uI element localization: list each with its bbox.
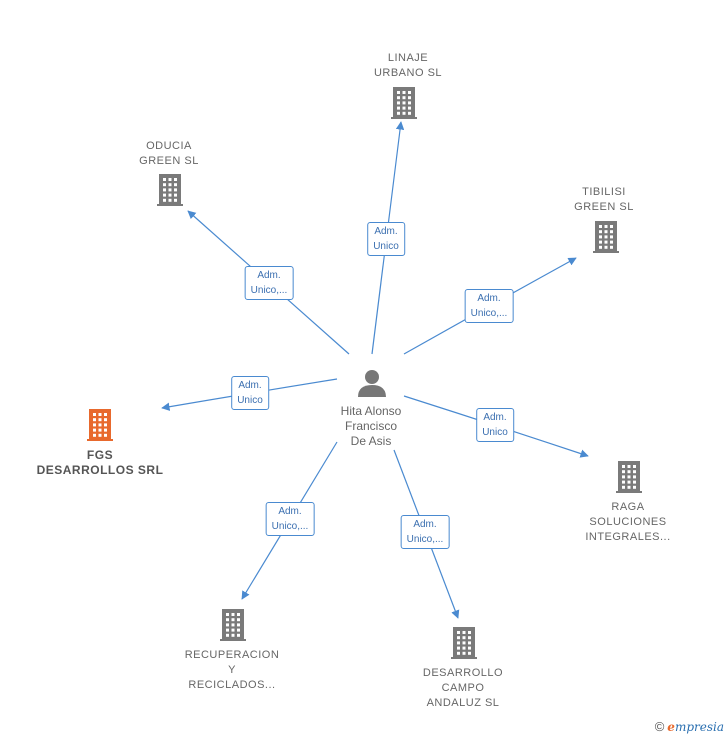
edge-label-fgs[interactable]: Adm. Unico: [231, 376, 269, 410]
building-icon-oducia: [157, 174, 183, 206]
edge-label-recuperacion[interactable]: Adm. Unico,...: [265, 502, 315, 536]
building-icon-recuperacion: [220, 609, 246, 641]
edge-label-line: Unico: [373, 241, 399, 252]
edge-label-line: Adm.: [413, 519, 437, 530]
company-label-line: RAGA: [611, 501, 645, 513]
brand-logo-initial: e: [667, 720, 675, 734]
building-icon-linaje: [391, 87, 417, 119]
company-label-line: CAMPO: [441, 682, 485, 694]
company-label-line: RECICLADOS...: [188, 679, 276, 691]
edge-label-line: Adm.: [477, 293, 501, 304]
edge-label-linaje[interactable]: Adm. Unico: [367, 222, 405, 256]
edge-label-line: Unico: [482, 427, 508, 438]
building-icon-fgs: [87, 409, 113, 441]
company-label-line: FGS: [86, 448, 114, 462]
building-icon-raga: [616, 461, 642, 493]
edge-label-line: Unico,...: [250, 285, 288, 296]
edge-label-line: Unico: [237, 395, 263, 406]
company-label-line: GREEN SL: [139, 155, 199, 167]
edge-label-oducia[interactable]: Adm. Unico,...: [244, 266, 294, 300]
company-label-line: ODUCIA: [146, 140, 192, 152]
edge-label-desarrollo[interactable]: Adm. Unico,...: [400, 515, 450, 549]
company-label-desarrollo[interactable]: DESARROLLO CAMPO ANDALUZ SL: [423, 666, 503, 711]
edge-label-line: Adm.: [257, 270, 281, 281]
company-label-line: ANDALUZ SL: [426, 697, 500, 709]
edge-label-line: Unico,...: [406, 534, 444, 545]
edge-label-line: Adm.: [278, 506, 302, 517]
company-label-line: URBANO SL: [373, 67, 443, 79]
company-label-tibilisi[interactable]: TIBILISI GREEN SL: [574, 185, 634, 215]
building-icon-desarrollo: [451, 627, 477, 659]
company-label-line: GREEN SL: [574, 201, 634, 213]
edge-label-raga[interactable]: Adm. Unico: [476, 408, 514, 442]
brand-footer[interactable]: ©empresia: [655, 719, 724, 734]
company-label-linaje[interactable]: LINAJE URBANO SL: [374, 51, 442, 81]
company-label-line: TIBILISI: [582, 186, 626, 198]
edge-label-tibilisi[interactable]: Adm. Unico,...: [464, 289, 514, 323]
company-label-line: DESARROLLO: [422, 667, 504, 679]
company-label-line: Y: [228, 664, 236, 676]
edge-label-line: Unico,...: [271, 521, 309, 532]
company-label-raga[interactable]: RAGA SOLUCIONES INTEGRALES...: [585, 500, 670, 545]
person-name-line: Hita Alonso: [340, 404, 402, 418]
person-icon: [358, 370, 386, 397]
edge-label-line: Adm.: [238, 380, 262, 391]
person-name-line: Francisco: [344, 419, 398, 433]
company-label-line: INTEGRALES...: [585, 531, 671, 543]
copyright-icon: ©: [654, 719, 665, 734]
company-label-recuperacion[interactable]: RECUPERACION Y RECICLADOS...: [185, 648, 280, 693]
edge-label-line: Adm.: [374, 226, 398, 237]
company-label-oducia[interactable]: ODUCIA GREEN SL: [139, 139, 199, 169]
edge-label-line: Adm.: [483, 412, 507, 423]
edge-label-line: Unico,...: [470, 308, 508, 319]
building-icon-tibilisi: [593, 221, 619, 253]
person-name-line: De Asis: [350, 434, 392, 448]
company-label-line: RECUPERACION: [184, 649, 280, 661]
brand-logo-text: mpresia: [674, 720, 724, 734]
company-label-line: DESARROLLOS SRL: [36, 463, 164, 477]
company-label-line: SOLUCIONES: [589, 516, 667, 528]
company-label-line: LINAJE: [387, 52, 429, 64]
